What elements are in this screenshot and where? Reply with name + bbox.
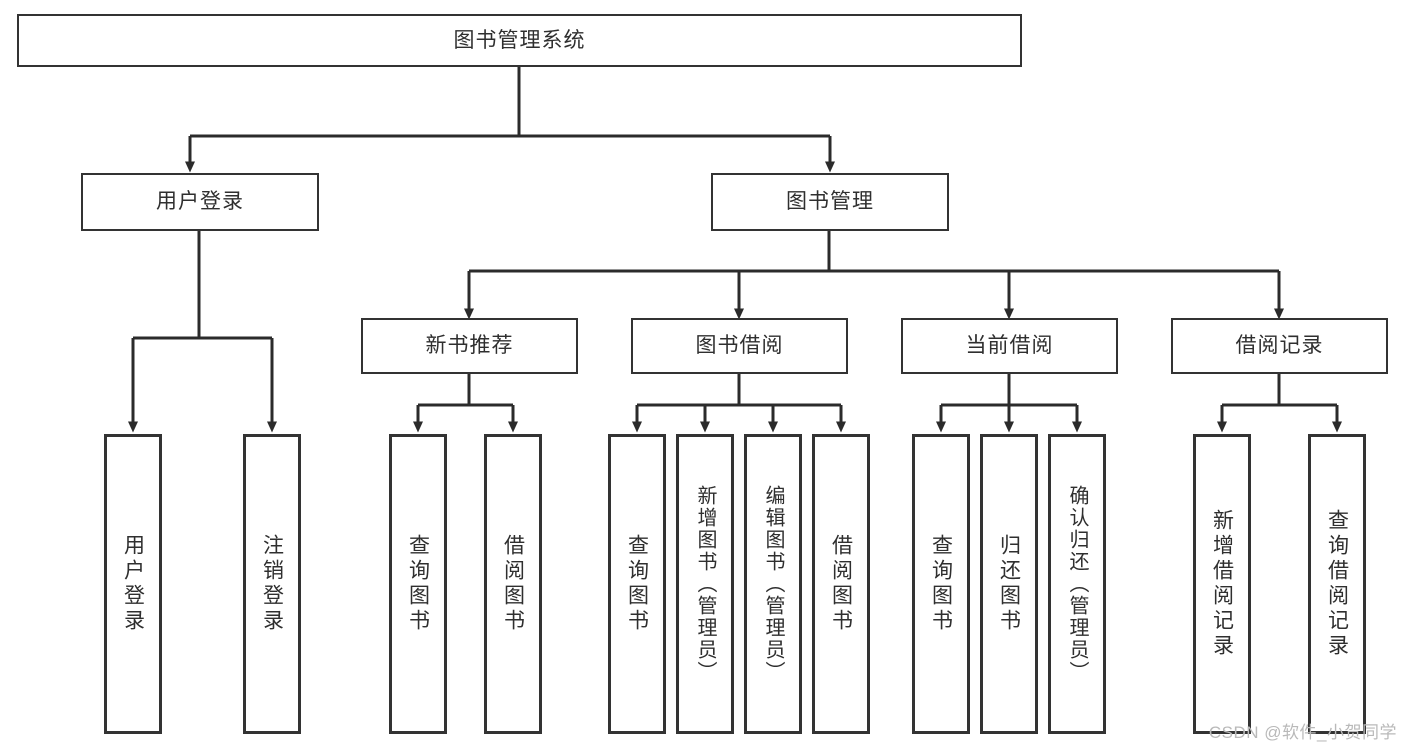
node-book-management-label: 图书管理 — [786, 190, 874, 214]
node-current-borrow-label: 当前借阅 — [965, 334, 1054, 358]
leaf-label: 归还图书 — [997, 534, 1021, 634]
node-user-login-label: 用户登录 — [156, 190, 244, 214]
leaf-label: 查询借阅记录 — [1325, 509, 1349, 659]
node-root[interactable]: 图书管理系统 — [17, 14, 1022, 67]
leaf-borrow-borrow-book[interactable]: 借阅图书 — [812, 434, 870, 734]
leaf-borrow-query-book[interactable]: 查询图书 — [608, 434, 666, 734]
leaf-record-add-record[interactable]: 新增借阅记录 — [1193, 434, 1251, 734]
node-new-book-recommend[interactable]: 新书推荐 — [361, 318, 578, 374]
node-current-borrow[interactable]: 当前借阅 — [901, 318, 1118, 374]
leaf-record-query-record[interactable]: 查询借阅记录 — [1308, 434, 1366, 734]
leaf-label: 新增图书（管理员） — [694, 485, 716, 683]
leaf-label: 新增借阅记录 — [1210, 509, 1234, 659]
leaf-label: 确认归还（管理员） — [1066, 485, 1088, 683]
leaf-label: 编辑图书（管理员） — [762, 485, 784, 683]
leaf-user-login-login[interactable]: 用户登录 — [104, 434, 162, 734]
leaf-label: 查询图书 — [625, 534, 649, 634]
leaf-new-book-query[interactable]: 查询图书 — [389, 434, 447, 734]
node-root-label: 图书管理系统 — [453, 28, 586, 52]
watermark: CSDN @软件_小贺同学 — [1208, 723, 1397, 742]
leaf-label: 查询图书 — [929, 534, 953, 634]
node-borrow-record[interactable]: 借阅记录 — [1171, 318, 1388, 374]
leaf-new-book-borrow[interactable]: 借阅图书 — [484, 434, 542, 734]
node-book-management[interactable]: 图书管理 — [711, 173, 949, 231]
node-book-borrow[interactable]: 图书借阅 — [631, 318, 848, 374]
node-book-borrow-label: 图书借阅 — [695, 334, 784, 358]
node-borrow-record-label: 借阅记录 — [1235, 334, 1324, 358]
leaf-label: 借阅图书 — [501, 534, 525, 634]
node-user-login[interactable]: 用户登录 — [81, 173, 319, 231]
leaf-current-return-book[interactable]: 归还图书 — [980, 434, 1038, 734]
leaf-borrow-edit-book-admin[interactable]: 编辑图书（管理员） — [744, 434, 802, 734]
leaf-current-confirm-return-admin[interactable]: 确认归还（管理员） — [1048, 434, 1106, 734]
leaf-current-query-book[interactable]: 查询图书 — [912, 434, 970, 734]
leaf-borrow-add-book-admin[interactable]: 新增图书（管理员） — [676, 434, 734, 734]
leaf-user-login-logout[interactable]: 注销登录 — [243, 434, 301, 734]
leaf-label: 查询图书 — [406, 534, 430, 634]
node-new-book-recommend-label: 新书推荐 — [425, 334, 514, 358]
leaf-label: 借阅图书 — [829, 534, 853, 634]
leaf-label: 注销登录 — [260, 534, 284, 634]
leaf-label: 用户登录 — [121, 534, 145, 634]
